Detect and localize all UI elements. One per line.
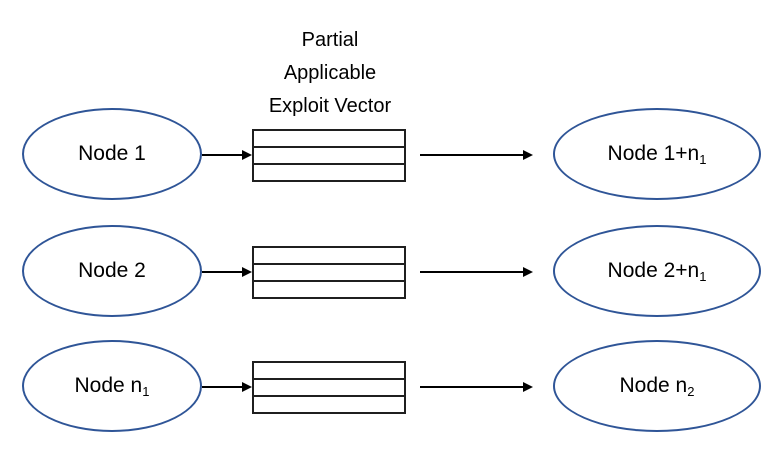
- arrow-right-icon: [202, 382, 252, 392]
- vector-cell: [254, 131, 404, 148]
- node-label: Node 1: [78, 142, 146, 165]
- exploit-vector-box: [252, 129, 406, 182]
- node-label: Node 2+n1: [607, 259, 707, 284]
- node-label-subscript: 1: [699, 269, 707, 284]
- vector-cell: [254, 397, 404, 412]
- vector-cell: [254, 265, 404, 282]
- node-label-subscript: 2: [687, 384, 695, 399]
- source-node-ellipse: Node 1: [22, 108, 202, 200]
- node-label: Node n2: [619, 374, 695, 399]
- title-line: Applicable: [283, 62, 377, 84]
- node-label-subscript: 1: [142, 384, 150, 399]
- vector-cell: [254, 380, 404, 397]
- vector-cell: [254, 282, 404, 297]
- source-node-ellipse: Node 2: [22, 225, 202, 317]
- node-label-subscript: 1: [699, 152, 707, 167]
- diagram-title: Partial Applicable Exploit Vector: [205, 24, 455, 123]
- arrow-right-icon: [202, 267, 252, 277]
- arrow-right-icon: [420, 382, 533, 392]
- vector-cell: [254, 363, 404, 380]
- target-node-ellipse: Node 2+n1: [553, 225, 761, 317]
- source-node-ellipse: Node n1: [22, 340, 202, 432]
- arrow-right-icon: [420, 267, 533, 277]
- vector-cell: [254, 165, 404, 180]
- diagram-row: Node 2 Node 2+n1: [0, 224, 779, 320]
- target-node-ellipse: Node n2: [553, 340, 761, 432]
- vector-cell: [254, 148, 404, 165]
- arrow-right-icon: [420, 150, 533, 160]
- vector-cell: [254, 248, 404, 265]
- title-line: Exploit Vector: [268, 95, 392, 117]
- title-line: Partial: [301, 29, 359, 51]
- target-node-ellipse: Node 1+n1: [553, 108, 761, 200]
- node-label: Node 1+n1: [607, 142, 707, 167]
- node-label: Node n1: [74, 374, 150, 399]
- diagram-row: Node n1 Node n2: [0, 339, 779, 435]
- exploit-vector-box: [252, 246, 406, 299]
- arrow-right-icon: [202, 150, 252, 160]
- diagram-row: Node 1 Node 1+n1: [0, 107, 779, 203]
- node-label: Node 2: [78, 259, 146, 282]
- exploit-vector-box: [252, 361, 406, 414]
